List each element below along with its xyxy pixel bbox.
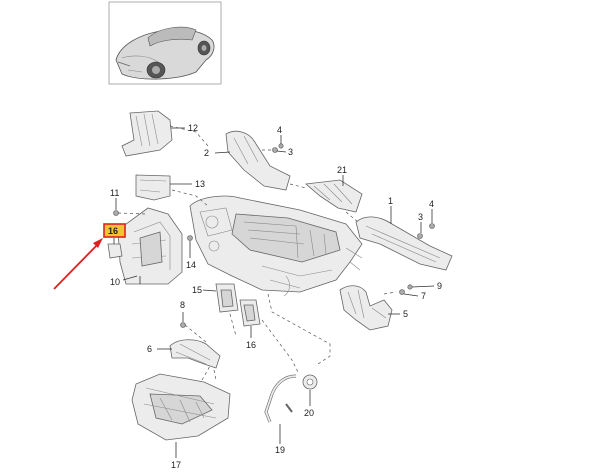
screw-3-4-right: [417, 209, 435, 239]
callout-1[interactable]: 1: [388, 196, 393, 206]
part-20: [302, 374, 318, 406]
screw-9-7: [399, 284, 435, 297]
callout-5[interactable]: 5: [403, 309, 408, 319]
part-13: [135, 174, 192, 201]
callout-6[interactable]: 6: [147, 344, 152, 354]
clip-16-left: [107, 238, 123, 259]
part-1: [355, 206, 453, 271]
highlighted-callout-16[interactable]: 16: [103, 223, 126, 238]
callout-14[interactable]: 14: [186, 260, 196, 270]
screw-14: [187, 235, 193, 258]
callout-16-highlighted[interactable]: 16: [108, 226, 118, 236]
callout-12[interactable]: 12: [188, 123, 198, 133]
part-19: [264, 374, 297, 444]
car-thumbnail: [108, 1, 222, 85]
screw-11: [113, 198, 147, 216]
callout-4-upper[interactable]: 4: [277, 125, 282, 135]
part-6: [157, 339, 221, 369]
callout-3-upper[interactable]: 3: [288, 147, 293, 157]
part-15: [202, 283, 239, 313]
part-2: [214, 130, 291, 191]
callout-13[interactable]: 13: [195, 179, 205, 189]
part-12: [121, 110, 185, 157]
guide-lines: [169, 125, 397, 381]
part-10: [117, 207, 183, 285]
callout-19[interactable]: 19: [275, 445, 285, 455]
part-5: [339, 285, 400, 331]
engine-assembly: [189, 195, 363, 297]
callout-10[interactable]: 10: [110, 277, 120, 287]
callout-17[interactable]: 17: [171, 460, 181, 470]
callout-9[interactable]: 9: [437, 281, 442, 291]
part-16-middle: [239, 299, 261, 338]
callout-21[interactable]: 21: [337, 165, 347, 175]
callout-7[interactable]: 7: [421, 291, 426, 301]
part-17: [131, 365, 231, 458]
car-thumbnail-icon: [115, 26, 215, 80]
callout-2[interactable]: 2: [204, 148, 209, 158]
callout-20[interactable]: 20: [304, 408, 314, 418]
callout-4-right[interactable]: 4: [429, 199, 434, 209]
red-arrow: [53, 238, 103, 290]
callout-16-middle[interactable]: 16: [246, 340, 256, 350]
callouts: 12 13 2 4 3 21 1 4 3 11 14 10 15 16 9 7 …: [110, 123, 442, 470]
screw-3-4-upper: [262, 135, 287, 153]
callout-8[interactable]: 8: [180, 300, 185, 310]
callout-11[interactable]: 11: [110, 188, 119, 198]
callout-15[interactable]: 15: [192, 285, 202, 295]
part-21: [305, 175, 363, 213]
callout-3-right[interactable]: 3: [418, 212, 423, 222]
screw-8: [180, 312, 207, 343]
